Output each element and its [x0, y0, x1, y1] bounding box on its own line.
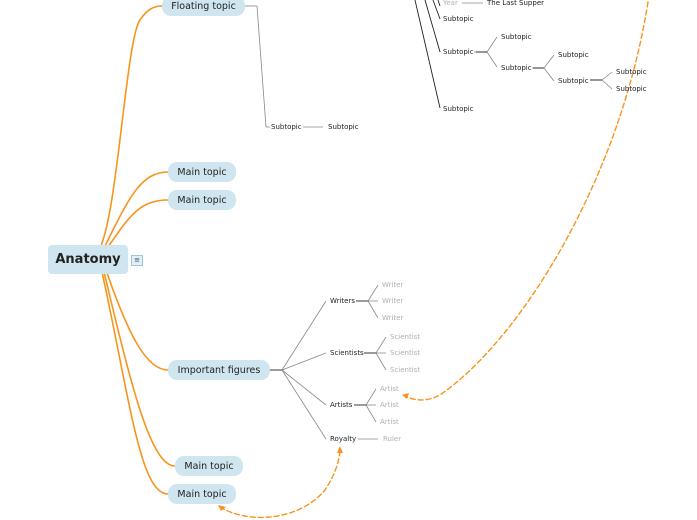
connector-artists	[281, 369, 327, 406]
connector-writers	[281, 300, 327, 371]
connector-dark-4	[437, 0, 441, 7]
connector-scientists	[281, 352, 327, 371]
connector-dark-2	[424, 0, 441, 53]
subtopic-writer[interactable]: Writer	[382, 281, 404, 289]
connector-sc	[375, 336, 387, 371]
subtopic[interactable]: Subtopic	[443, 105, 474, 113]
subtopic-writers[interactable]: Writers	[330, 297, 356, 305]
connector-s6	[590, 71, 613, 81]
important-figures-label: Important figures	[177, 364, 261, 376]
connector-s2b	[486, 51, 498, 68]
main-topic-label: Main topic	[177, 166, 227, 178]
connector-s4b	[543, 67, 555, 82]
connector-s2	[474, 36, 498, 53]
subtopic-scientist[interactable]: Scientist	[390, 349, 421, 357]
floating-topic-label: Floating topic	[171, 0, 236, 12]
subtopic-royalty[interactable]: Royalty	[330, 435, 357, 443]
subtopic-year[interactable]: Year	[443, 0, 458, 7]
connector-a	[365, 388, 377, 423]
relationship-royalty	[219, 447, 341, 519]
subtopic-writer[interactable]: Writer	[382, 314, 404, 322]
main-topic[interactable]: Main topic	[168, 484, 236, 504]
subtopic[interactable]: Subtopic	[558, 51, 589, 59]
subtopic-scientists[interactable]: Scientists	[330, 349, 364, 357]
branch-main2	[105, 199, 169, 251]
subtopic[interactable]: Subtopic	[443, 48, 474, 56]
central-topic[interactable]: Anatomy	[48, 245, 128, 274]
main-topic-label: Main topic	[184, 460, 234, 472]
connector-dark-1	[414, 0, 441, 109]
subtopic-artist[interactable]: Artist	[380, 401, 399, 409]
arrowhead-royalty	[337, 446, 343, 453]
connector-w	[367, 284, 379, 319]
important-figures-topic[interactable]: Important figures	[168, 360, 270, 380]
branch-main1	[103, 171, 169, 249]
connector-s4	[532, 54, 555, 69]
main-topic-label: Main topic	[177, 194, 227, 206]
subtopic[interactable]: Subtopic	[271, 123, 302, 131]
connector-royalty	[281, 369, 327, 440]
relationship-artist	[402, 1, 649, 401]
subtopic-ruler[interactable]: Ruler	[383, 435, 402, 443]
main-topic[interactable]: Main topic	[175, 456, 243, 476]
central-topic-label: Anatomy	[55, 252, 121, 267]
subtopic-artists[interactable]: Artists	[330, 401, 353, 409]
subtopic[interactable]: Subtopic	[558, 77, 589, 85]
subtopic-writer[interactable]: Writer	[382, 297, 404, 305]
connector-dark-3	[432, 0, 441, 20]
main-topic-label: Main topic	[177, 488, 227, 500]
branch-main3	[103, 271, 176, 467]
main-topic[interactable]: Main topic	[168, 162, 236, 182]
branch-main4	[101, 271, 169, 495]
subtopic[interactable]: Subtopic	[501, 64, 532, 72]
main-topic[interactable]: Main topic	[168, 190, 236, 210]
floating-topic[interactable]: Floating topic	[162, 0, 245, 16]
arrowhead-royalty-main	[218, 505, 226, 511]
branch-floating	[99, 5, 163, 249]
subtopic[interactable]: Subtopic	[443, 15, 474, 23]
branch-important	[105, 269, 169, 371]
subtopic[interactable]: Subtopic	[616, 85, 647, 93]
notes-icon[interactable]: ≡	[131, 255, 143, 266]
subtopic-scientist[interactable]: Scientist	[390, 366, 421, 374]
connector-floating-down	[256, 5, 270, 128]
connector-s6b	[601, 79, 613, 90]
subtopic[interactable]: Subtopic	[616, 68, 647, 76]
subtopic-artist[interactable]: Artist	[380, 418, 399, 426]
subtopic-last-supper[interactable]: The Last Supper	[487, 0, 545, 7]
arrowhead-artist	[402, 393, 409, 399]
subtopic-scientist[interactable]: Scientist	[390, 333, 421, 341]
subtopic[interactable]: Subtopic	[501, 33, 532, 41]
subtopic[interactable]: Subtopic	[328, 123, 359, 131]
subtopic-artist[interactable]: Artist	[380, 385, 399, 393]
